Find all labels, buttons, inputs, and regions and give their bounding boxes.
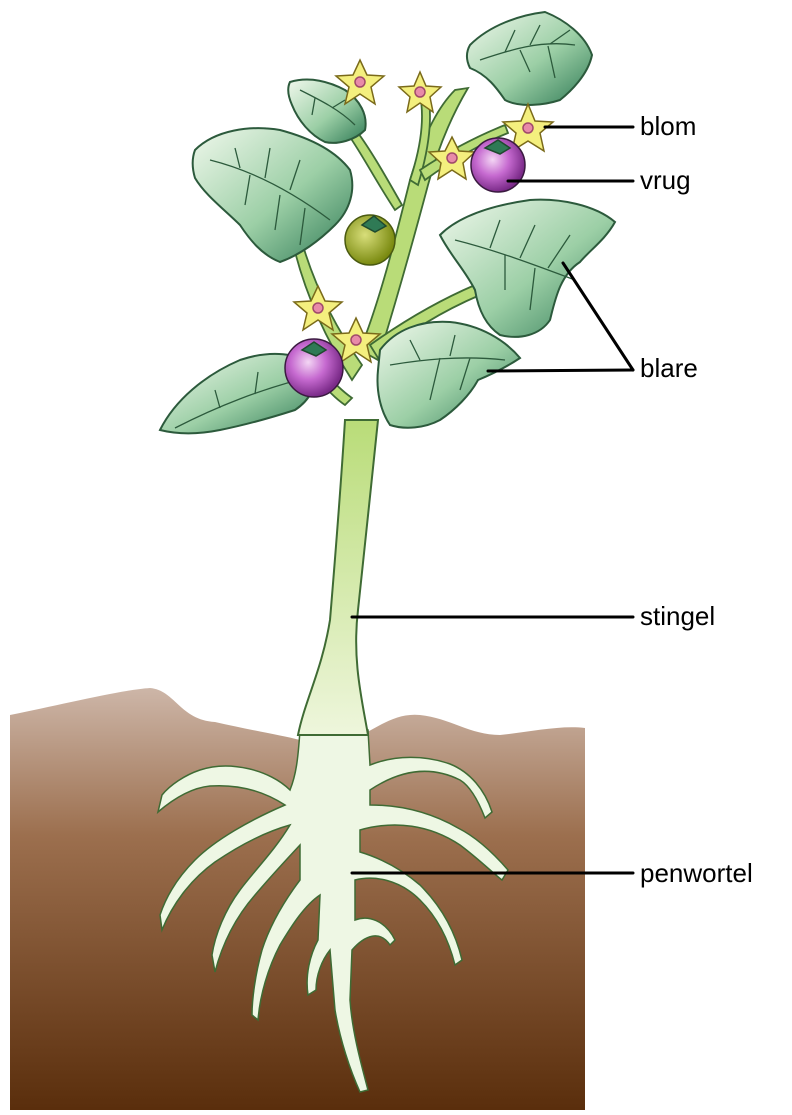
stem [298,420,378,735]
label-blom: blom [640,113,696,139]
leader-line-blare-lower [488,370,633,371]
label-penwortel: penwortel [640,860,753,886]
leaf-right-middle [440,200,615,337]
label-vrug: vrug [640,167,691,193]
leaf-right-lower [378,322,521,428]
label-blare: blare [640,355,698,381]
leaf-left-upper [193,128,353,262]
label-stingel: stingel [640,603,715,629]
leader-line-blare-upper [563,263,633,370]
